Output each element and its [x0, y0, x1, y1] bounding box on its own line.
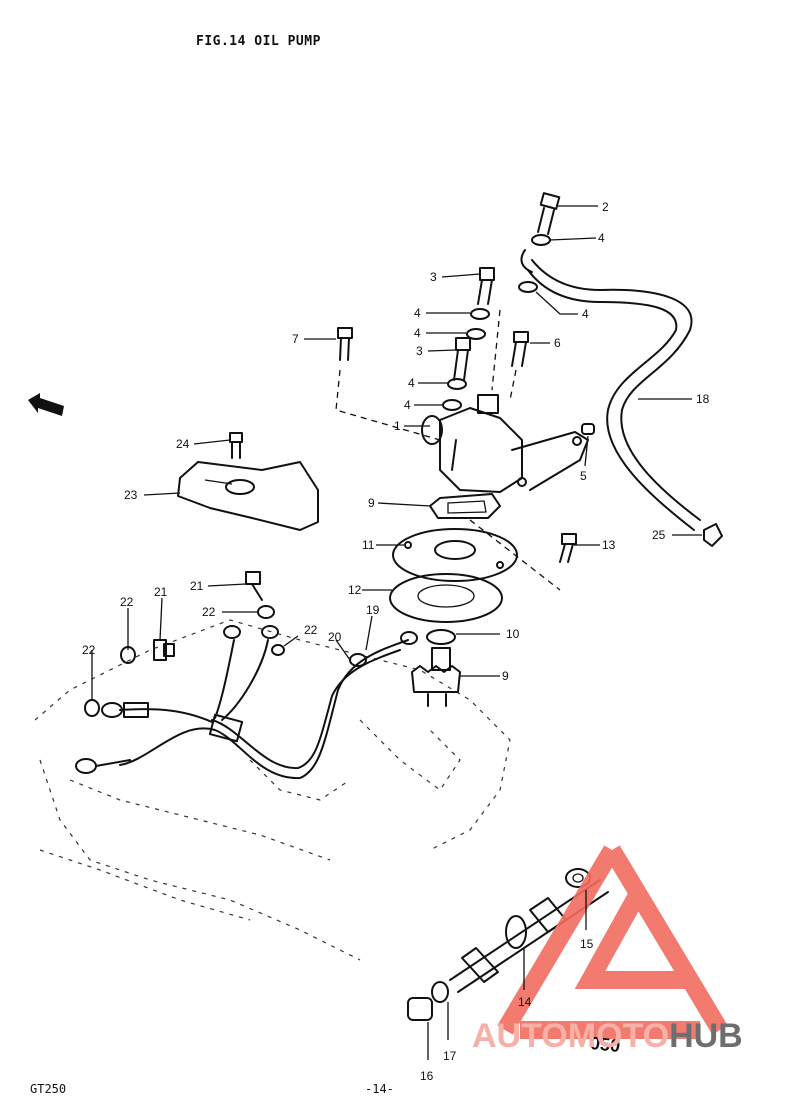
alignment-lines [335, 309, 561, 591]
part-label: 2 [602, 200, 609, 214]
figure-title: FIG.14 OIL PUMP [196, 34, 321, 49]
screw-24 [229, 432, 243, 459]
screw-7 [337, 327, 353, 361]
part-label: 22 [82, 643, 96, 657]
watermark-text-a: AUTOMOTO [472, 1017, 669, 1055]
watermark-text: AUTOMOTOHUB [472, 1017, 743, 1055]
part-label: 9 [502, 669, 509, 683]
part-label: 21 [190, 579, 204, 593]
mounting-plate-11 [392, 528, 518, 582]
banjo-bolt-21-lower [153, 639, 175, 661]
part-label: 16 [420, 1069, 434, 1083]
page-number: -14- [365, 1082, 394, 1096]
screw-6 [511, 331, 529, 367]
part-label: 12 [348, 583, 362, 597]
part-label: 4 [598, 231, 605, 245]
oil-pipes-19-20 [75, 625, 418, 780]
banjo-bolt-2 [537, 192, 561, 235]
part-label: 4 [414, 306, 421, 320]
bolt-3-lower [453, 337, 471, 381]
oil-hose-18 [520, 249, 701, 531]
hose-clip-25 [703, 523, 723, 547]
part-label: 3 [416, 344, 423, 358]
part-label: 18 [696, 392, 710, 406]
banjo-bolt-21-upper [245, 571, 263, 601]
part-label: 14 [518, 995, 532, 1009]
part-label: 23 [124, 488, 138, 502]
engine-case-outline [34, 619, 511, 961]
part-label: 5 [580, 469, 587, 483]
part-label: 6 [554, 336, 561, 350]
part-label: 3 [430, 270, 437, 284]
pin-5 [581, 423, 595, 435]
washers-4 [442, 234, 551, 411]
part-label: 19 [366, 603, 380, 617]
watermark-logo [497, 845, 728, 1039]
part-label: 7 [292, 332, 299, 346]
part-label: 20 [328, 630, 342, 644]
screw-13 [559, 533, 577, 563]
part-label: 22 [120, 595, 134, 609]
plug-16 [407, 997, 433, 1021]
part-label: 11 [362, 538, 375, 552]
part-label: 10 [506, 627, 520, 641]
part-labels: 2 4 4 3 4 4 3 4 4 7 6 1 5 18 9 11 12 13 … [82, 200, 710, 1083]
part-label: 4 [404, 398, 411, 412]
part-label: 1 [394, 419, 401, 433]
leader-lines [91, 205, 702, 1060]
part-label: 4 [582, 307, 589, 321]
pump-cover-23 [177, 461, 319, 531]
stamp-code: 050 [589, 1033, 621, 1056]
drive-gear-9 [411, 647, 461, 707]
part-label: 9 [368, 496, 375, 510]
part-label: 21 [154, 585, 168, 599]
part-label: 17 [443, 1049, 457, 1063]
part-label: 25 [652, 528, 666, 542]
bolt-3-upper [477, 267, 495, 305]
part-label: 13 [602, 538, 616, 552]
gasket-12 [389, 573, 503, 623]
gasket-9-upper [429, 493, 501, 519]
part-label: 4 [414, 326, 421, 340]
front-arrow-icon [28, 393, 64, 416]
part-label: 15 [580, 937, 594, 951]
part-label: 22 [202, 605, 216, 619]
model-code: GT250 [30, 1082, 67, 1096]
part-label: 4 [408, 376, 415, 390]
o-ring-17 [431, 981, 449, 1003]
washers-22 [84, 605, 285, 717]
o-ring-10 [426, 629, 456, 645]
watermark-text-b: HUB [669, 1017, 743, 1055]
part-label: 22 [304, 623, 318, 637]
part-label: 24 [176, 437, 190, 451]
